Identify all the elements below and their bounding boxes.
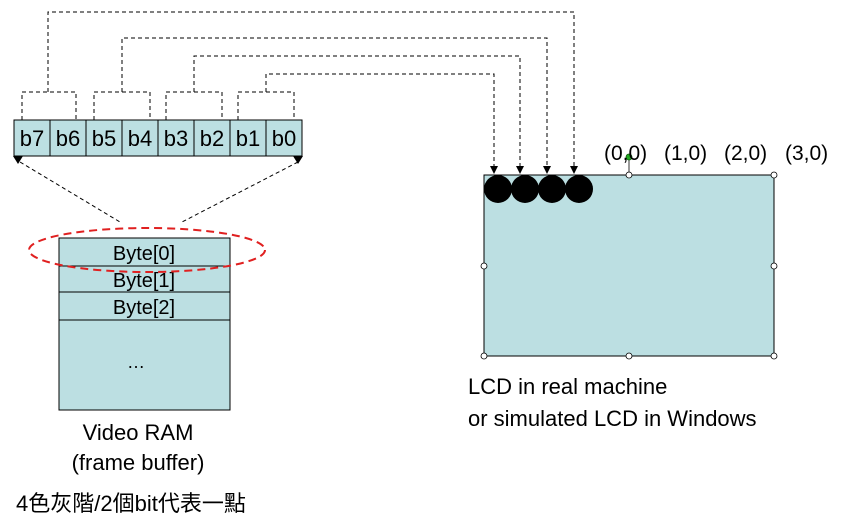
handle-bottom-right bbox=[770, 352, 778, 360]
lcd-block bbox=[480, 153, 778, 360]
coord-label-2: (2,0) bbox=[724, 142, 767, 165]
register-left-marker bbox=[13, 156, 23, 164]
coord-label-3: (3,0) bbox=[785, 142, 828, 165]
bit-label-b5: b5 bbox=[92, 126, 116, 151]
route-b3b2 bbox=[193, 55, 521, 172]
ram-ellipsis: … bbox=[127, 352, 145, 372]
bit-register: b7 b6 b5 b4 b3 b2 b1 b0 bbox=[13, 119, 303, 157]
bit-label-b1: b1 bbox=[236, 126, 260, 151]
bit-cell-b0 bbox=[265, 119, 303, 157]
expansion-right bbox=[181, 161, 299, 223]
handle-mid-left bbox=[480, 262, 488, 270]
bracket-b3b2 bbox=[165, 91, 223, 120]
lcd-caption-line-1: LCD in real machine bbox=[468, 374, 667, 399]
bit-label-b6: b6 bbox=[56, 126, 80, 151]
bit-cell-b7 bbox=[13, 119, 51, 157]
bit-pair-brackets bbox=[21, 91, 295, 120]
route-b5b4 bbox=[121, 37, 548, 172]
pixel-arrowheads bbox=[490, 166, 578, 174]
expansion-left bbox=[19, 161, 121, 223]
arrowhead-pixel-0 bbox=[490, 166, 498, 174]
frame-buffer-subtitle: (frame buffer) bbox=[72, 450, 205, 475]
bit-label-b0: b0 bbox=[272, 126, 296, 151]
arrowhead-pixel-1 bbox=[516, 166, 524, 174]
bit-cell-b3 bbox=[157, 119, 195, 157]
bit-label-b4: b4 bbox=[128, 126, 152, 151]
byte-2-label: Byte[2] bbox=[113, 297, 175, 319]
lcd-caption-line-2: or simulated LCD in Windows bbox=[468, 406, 757, 431]
video-ram-block: Byte[0] Byte[1] Byte[2] … bbox=[58, 237, 231, 411]
bit-cell-b2 bbox=[193, 119, 231, 157]
handle-bottom-mid bbox=[625, 352, 633, 360]
route-b1b0 bbox=[265, 73, 495, 172]
rotation-handle bbox=[625, 153, 633, 161]
bit-label-b7: b7 bbox=[20, 126, 44, 151]
lcd-pixel-1 bbox=[511, 175, 539, 203]
bit-cell-b6 bbox=[49, 119, 87, 157]
caption-text: 4色灰階/2個bit代表一點 bbox=[16, 491, 246, 516]
arrowhead-pixel-3 bbox=[570, 166, 578, 174]
bracket-b5b4 bbox=[93, 91, 151, 120]
coord-label-0: (0,0) bbox=[604, 142, 647, 165]
bit-cell-b5 bbox=[85, 119, 123, 157]
lcd-pixel-3 bbox=[565, 175, 593, 203]
bracket-b1b0 bbox=[237, 91, 295, 120]
lcd-pixel-0 bbox=[484, 175, 512, 203]
byte-expansion-lines bbox=[19, 161, 299, 223]
bit-cell-b4 bbox=[121, 119, 159, 157]
bit-label-b2: b2 bbox=[200, 126, 224, 151]
lcd-pixel-2 bbox=[538, 175, 566, 203]
pixel-routing-lines bbox=[47, 11, 575, 172]
bit-label-b3: b3 bbox=[164, 126, 188, 151]
byte-0-label: Byte[0] bbox=[113, 243, 175, 265]
handle-bottom-left bbox=[480, 352, 488, 360]
byte-0-highlight-ellipse bbox=[28, 227, 266, 273]
video-ram-title: Video RAM bbox=[83, 420, 194, 445]
handle-top-mid bbox=[625, 171, 633, 179]
route-b7b6 bbox=[47, 11, 575, 172]
handle-top-right bbox=[770, 171, 778, 179]
coord-label-1: (1,0) bbox=[664, 142, 707, 165]
lcd-selection-handles bbox=[480, 171, 778, 360]
byte-1-label: Byte[1] bbox=[113, 270, 175, 292]
handle-mid-right bbox=[770, 262, 778, 270]
arrowhead-pixel-2 bbox=[543, 166, 551, 174]
video-ram-outline bbox=[58, 237, 231, 411]
register-right-marker bbox=[293, 156, 303, 164]
bracket-b7b6 bbox=[21, 91, 77, 120]
